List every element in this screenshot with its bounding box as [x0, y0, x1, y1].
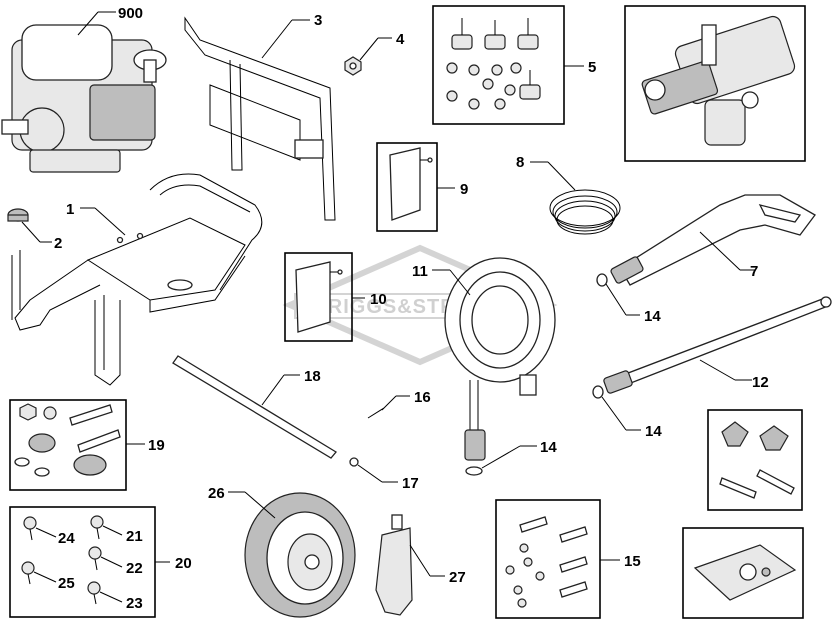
spray-gun-7[interactable] [610, 194, 816, 286]
callout-18: 18 [304, 368, 321, 385]
callout-19: 19 [148, 437, 165, 454]
pump-box [624, 5, 806, 162]
callout-7: 7 [750, 263, 758, 280]
frame-part[interactable] [11, 173, 263, 386]
pump-part[interactable] [641, 14, 796, 146]
hose-8[interactable] [549, 189, 621, 235]
knob-box [707, 409, 803, 511]
hardware-kit-15[interactable] [505, 516, 588, 608]
callout-9: 9 [460, 181, 468, 198]
bracket-box [682, 527, 804, 619]
decal-part-10[interactable] [295, 261, 343, 333]
wand-12[interactable] [603, 296, 832, 394]
callout-14-gun: 14 [644, 308, 661, 325]
o-ring-14a[interactable] [596, 273, 608, 287]
o-ring-14b[interactable] [592, 385, 604, 399]
callout-17: 17 [402, 475, 419, 492]
callout-25: 25 [58, 575, 75, 592]
callout-labels: 900 3 4 5 1 2 9 8 10 11 7 14 12 14 14 18… [54, 5, 769, 612]
flange-nuts[interactable] [446, 62, 522, 110]
callout-20: 20 [175, 555, 192, 572]
callout-15: 15 [624, 553, 641, 570]
pin-16[interactable] [367, 407, 385, 419]
kit-box-19 [9, 399, 127, 491]
o-ring-14c[interactable] [465, 466, 483, 476]
callout-3: 3 [314, 12, 322, 29]
callout-14-hose: 14 [540, 439, 557, 456]
callout-8: 8 [516, 154, 524, 171]
callout-24: 24 [58, 530, 75, 547]
kit-box-15 [495, 499, 601, 619]
kit-box-9 [376, 142, 438, 232]
part-27[interactable] [375, 514, 413, 616]
callout-26: 26 [208, 485, 225, 502]
axle-18[interactable] [172, 355, 337, 459]
leader-lines [21, 11, 755, 603]
kit-box-10 [284, 252, 353, 342]
callout-22: 22 [126, 560, 143, 577]
callout-4: 4 [396, 31, 405, 48]
screws-kit-20[interactable] [21, 515, 104, 605]
kit-box-5 [432, 5, 565, 125]
engine-part[interactable] [1, 24, 167, 173]
isolator-mounts[interactable] [451, 18, 541, 100]
callout-27: 27 [449, 569, 466, 586]
hose-11[interactable] [444, 257, 556, 461]
bracket-part[interactable] [693, 544, 797, 601]
callout-11: 11 [412, 263, 428, 280]
callout-5: 5 [588, 59, 596, 76]
callout-14-wand: 14 [645, 423, 662, 440]
nut-part[interactable] [344, 56, 362, 76]
callout-2: 2 [54, 235, 62, 252]
callout-12: 12 [752, 374, 769, 391]
hardware-kit-19[interactable] [14, 403, 121, 477]
cap-part[interactable] [7, 208, 29, 222]
callout-1: 1 [66, 201, 74, 218]
knob-hardware[interactable] [719, 421, 795, 499]
decal-part-9[interactable] [389, 147, 433, 221]
callout-23: 23 [126, 595, 143, 612]
wheel-26[interactable] [244, 492, 356, 618]
callout-10: 10 [370, 291, 387, 308]
handle-part[interactable] [184, 16, 336, 221]
clip-17[interactable] [349, 457, 359, 467]
callout-900: 900 [118, 5, 143, 22]
callout-21: 21 [126, 528, 143, 545]
callout-16: 16 [414, 389, 431, 406]
